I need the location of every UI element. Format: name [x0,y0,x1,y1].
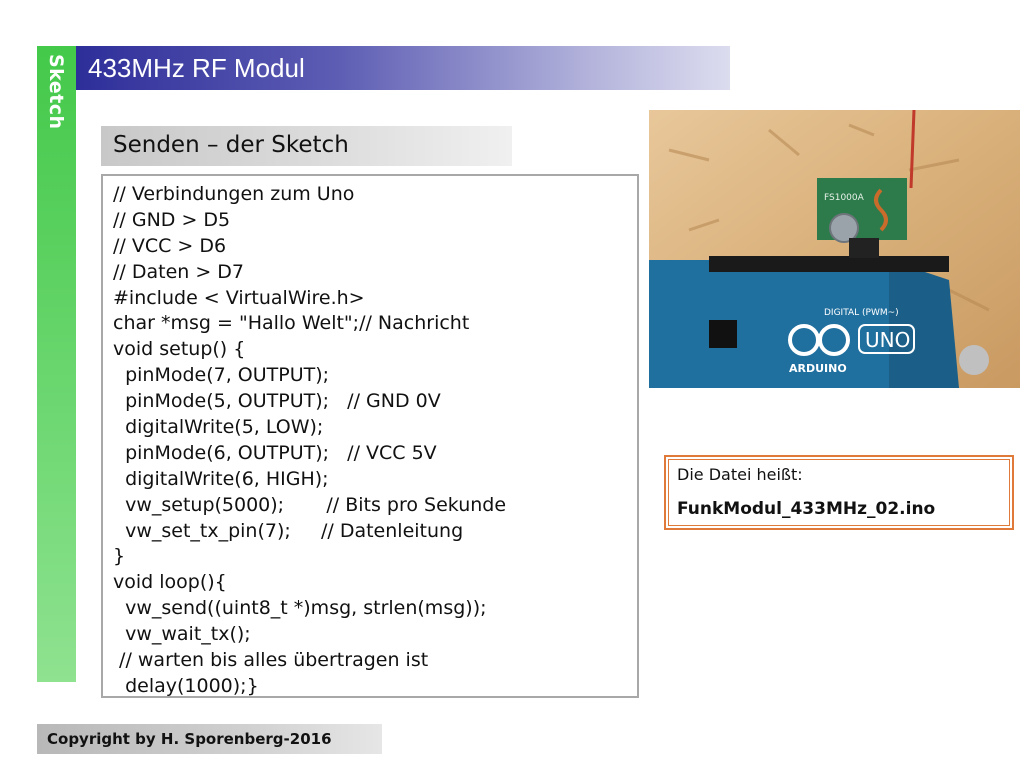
info-box: Die Datei heißt: FunkModul_433MHz_02.ino [664,455,1014,530]
code-line: digitalWrite(6, HIGH); [113,467,329,490]
arduino-board [649,260,889,388]
code-line: // Verbindungen zum Uno [113,183,355,205]
code-lines: // Verbindungen zum Uno // GND > D5 // VCC… [113,182,506,700]
code-line: void loop(){ [113,571,227,594]
code-line: pinMode(7, OUTPUT); [113,364,330,387]
antenna-coil [874,188,888,232]
code-line: delay(1000);} [113,674,259,697]
pin-header [709,256,949,272]
code-line: vw_send((uint8_t *)msg, strlen(msg)); [113,597,487,620]
info-filename: FunkModul_433MHz_02.ino [677,499,936,519]
board-brand: ARDUINO [789,362,847,375]
code-line: // Daten > D7 [113,260,245,283]
rf-module-label: FS1000A [824,193,865,203]
code-line: vw_set_tx_pin(7); // Datenleitung [113,519,464,542]
header-text: DIGITAL (PWM~) [824,308,899,318]
chip [709,320,737,348]
section-label: Sketch [45,54,67,130]
code-line: // GND > D5 [113,208,231,231]
info-label: Die Datei heißt: [677,465,803,484]
reset-button [959,345,989,375]
antenna-wire [909,110,916,189]
code-line: #include < VirtualWire.h> [113,286,365,309]
code-line: vw_setup(5000); // Bits pro Sekunde [113,493,507,516]
code-line: pinMode(5, OUTPUT); // GND 0V [113,390,441,413]
slide-subtitle: Senden – der Sketch [113,132,349,158]
arduino-photo-illustration: DIGITAL (PWM~) ARDUINO UNO FS1000A [649,110,1020,388]
code-line: } [113,545,126,568]
copyright-box: Copyright by H. Sporenberg-2016 [37,724,382,754]
code-line: void setup() { [113,338,246,361]
section-sidebar: Sketch [37,46,76,682]
subtitle-box: Senden – der Sketch [101,126,512,166]
copyright-text: Copyright by H. Sporenberg-2016 [47,730,332,748]
code-line: pinMode(6, OUTPUT); // VCC 5V [113,441,437,464]
title-bar: 433MHz RF Modul [76,46,730,90]
code-line: digitalWrite(5, LOW); [113,416,324,439]
arduino-photo: DIGITAL (PWM~) ARDUINO UNO FS1000A [649,110,1020,388]
code-line: char *msg = "Hallo Welt";// Nachricht [113,312,470,335]
slide-title: 433MHz RF Modul [88,53,305,83]
crystal [829,213,859,243]
code-listing: // Verbindungen zum Uno // GND > D5 // VCC… [101,174,639,698]
code-line: vw_wait_tx(); [113,623,251,646]
board-model-text: UNO [865,328,910,352]
code-line: // warten bis alles übertragen ist [113,649,429,672]
info-inner-border [668,459,1010,526]
code-line: // VCC > D6 [113,234,227,257]
